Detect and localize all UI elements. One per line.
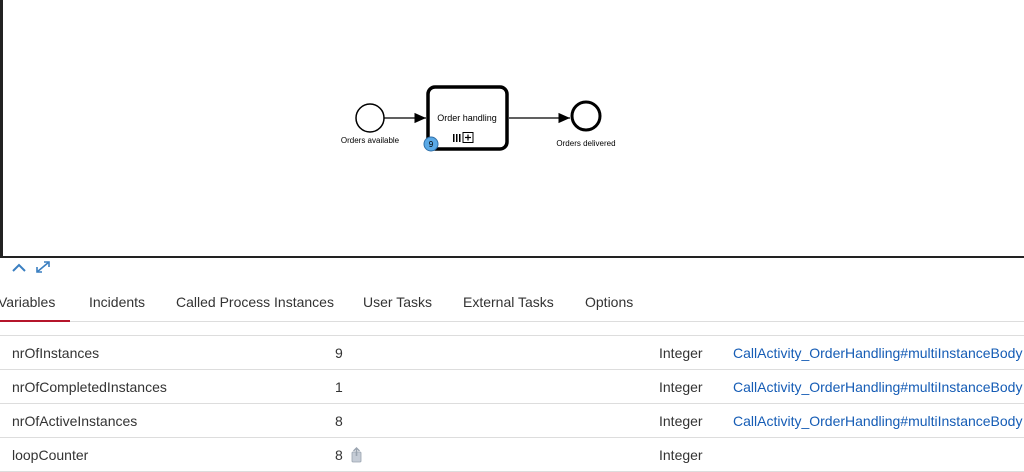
bpmn-diagram: Orders available Order handling 9 Orders… — [341, 85, 616, 152]
variable-name: nrOfActiveInstances — [12, 413, 138, 429]
variable-type: Integer — [659, 413, 703, 429]
table-header-spacer — [0, 322, 1024, 336]
variable-scope-link[interactable]: CallActivity_OrderHandling#multiInstance… — [733, 345, 1023, 361]
variable-type: Integer — [659, 379, 703, 395]
variable-name: nrOfInstances — [12, 345, 100, 361]
variable-value[interactable]: 1 — [335, 379, 343, 395]
variable-value[interactable]: 8 — [335, 413, 343, 429]
variable-type: Integer — [659, 447, 703, 463]
detail-tabs: Variables Incidents Called Process Insta… — [0, 278, 1024, 322]
instance-count: 9 — [429, 140, 434, 149]
subprocess-plus-icon — [462, 132, 474, 143]
end-event-label: Orders delivered — [556, 139, 615, 148]
tab-variables[interactable]: Variables — [0, 278, 70, 322]
end-event[interactable] — [570, 100, 602, 132]
task-label: Order handling — [437, 113, 497, 123]
call-activity-task[interactable] — [426, 85, 509, 151]
bpmn-diagram-canvas[interactable]: Orders available Order handling 9 Orders… — [0, 0, 1024, 258]
start-event-label: Orders available — [341, 136, 400, 145]
tab-external-tasks[interactable]: External Tasks — [463, 294, 554, 310]
tab-options[interactable]: Options — [585, 294, 634, 310]
multi-instance-marker-icon — [453, 134, 461, 142]
variable-name: nrOfCompletedInstances — [12, 379, 167, 395]
variable-type: Integer — [659, 345, 703, 361]
table-row: nrOfInstances 9 Integer CallActivity_Ord… — [0, 336, 1024, 370]
variable-scope-link[interactable]: CallActivity_OrderHandling#multiInstance… — [733, 379, 1023, 395]
chevron-up-icon[interactable] — [11, 260, 29, 276]
variables-table: nrOfInstances 9 Integer CallActivity_Ord… — [0, 322, 1024, 472]
tab-incidents[interactable]: Incidents — [89, 294, 146, 310]
variable-name: loopCounter — [12, 447, 89, 463]
variable-scope-link[interactable]: CallActivity_OrderHandling#multiInstance… — [733, 413, 1023, 429]
variable-value[interactable]: 8 — [335, 447, 343, 463]
table-row: nrOfCompletedInstances 1 Integer CallAct… — [0, 370, 1024, 404]
instance-count-badge[interactable]: 9 — [423, 136, 439, 152]
upload-icon[interactable] — [349, 447, 363, 463]
tab-user-tasks[interactable]: User Tasks — [363, 294, 432, 310]
table-row: loopCounter 8 Integer — [0, 438, 1024, 472]
expand-icon[interactable] — [35, 260, 53, 276]
tab-called-process-instances[interactable]: Called Process Instances — [176, 294, 334, 310]
variable-value[interactable]: 9 — [335, 345, 343, 361]
start-event[interactable] — [355, 103, 385, 133]
table-row: nrOfActiveInstances 8 Integer CallActivi… — [0, 404, 1024, 438]
panel-controls — [0, 258, 1024, 278]
